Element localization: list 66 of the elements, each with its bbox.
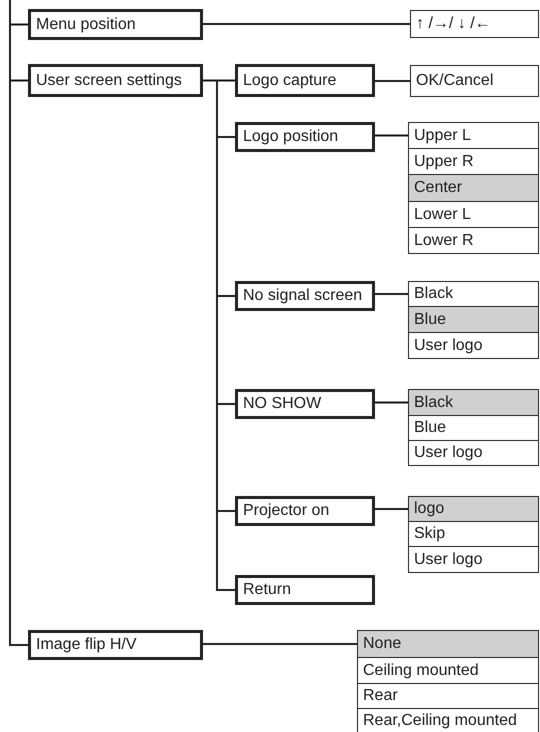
menu-text: Lower L bbox=[414, 206, 471, 224]
option-box bbox=[357, 683, 539, 709]
connector-line bbox=[375, 402, 408, 404]
connector-line bbox=[375, 508, 408, 510]
option-box bbox=[408, 521, 539, 547]
menu-text: Logo position bbox=[243, 128, 338, 146]
option-box bbox=[408, 148, 539, 175]
menu-text: Black bbox=[414, 285, 454, 303]
connector-line bbox=[9, 0, 28, 646]
menu-text: Black bbox=[414, 394, 454, 412]
menu-text: Ceiling mounted bbox=[363, 662, 479, 680]
connector-line bbox=[375, 293, 408, 295]
menu-item-box bbox=[235, 64, 375, 97]
option-box bbox=[408, 546, 539, 573]
menu-text: Blue bbox=[414, 419, 446, 437]
menu-text: logo bbox=[414, 500, 444, 518]
option-box bbox=[408, 415, 539, 441]
option-box bbox=[410, 10, 539, 38]
option-box bbox=[357, 657, 539, 684]
menu-item-box bbox=[28, 64, 203, 97]
menu-item-box bbox=[235, 122, 375, 152]
menu-text: ↑ /→/ ↓ /← bbox=[416, 15, 491, 33]
menu-item-box bbox=[235, 496, 375, 526]
menu-text: Lower R bbox=[414, 232, 474, 250]
menu-text: Rear,Ceiling mounted bbox=[363, 712, 517, 730]
menu-text: Menu position bbox=[36, 16, 136, 34]
menu-text: No signal screen bbox=[243, 287, 362, 305]
menu-text: Projector on bbox=[243, 502, 330, 520]
option-box bbox=[357, 630, 539, 658]
option-box bbox=[408, 389, 539, 416]
menu-text: NO SHOW bbox=[243, 395, 322, 413]
menu-item-box bbox=[235, 575, 375, 605]
option-box bbox=[357, 708, 539, 732]
menu-text: Skip bbox=[414, 525, 446, 543]
menu-text: User logo bbox=[414, 444, 482, 462]
menu-text: Upper R bbox=[414, 152, 474, 170]
menu-item-box bbox=[235, 281, 375, 311]
menu-text: Upper L bbox=[414, 126, 471, 144]
menu-text: Return bbox=[243, 581, 292, 599]
menu-text: Image flip H/V bbox=[36, 636, 136, 654]
connector-line bbox=[203, 23, 410, 25]
option-box bbox=[408, 201, 539, 228]
menu-item-box bbox=[235, 389, 375, 419]
menu-text: Rear bbox=[363, 687, 398, 705]
connector-line bbox=[203, 643, 357, 645]
option-box bbox=[408, 496, 539, 522]
menu-text: Blue bbox=[414, 310, 446, 328]
menu-text: User screen settings bbox=[36, 72, 182, 90]
option-box bbox=[408, 122, 539, 149]
option-box bbox=[408, 306, 539, 333]
option-box bbox=[408, 440, 539, 466]
menu-text: Center bbox=[414, 179, 462, 197]
connector-line bbox=[375, 134, 408, 136]
option-box bbox=[408, 174, 539, 202]
menu-item-box bbox=[28, 630, 203, 660]
option-box bbox=[410, 65, 539, 97]
menu-text: OK/Cancel bbox=[416, 72, 494, 90]
menu-text: None bbox=[363, 635, 402, 653]
option-box bbox=[408, 332, 539, 359]
menu-item-box bbox=[28, 9, 203, 40]
menu-text: User logo bbox=[414, 336, 482, 354]
menu-text: Logo capture bbox=[243, 72, 336, 90]
menu-text: User logo bbox=[414, 550, 482, 568]
option-box bbox=[408, 227, 539, 254]
option-box bbox=[408, 281, 539, 307]
connector-line bbox=[375, 80, 410, 82]
